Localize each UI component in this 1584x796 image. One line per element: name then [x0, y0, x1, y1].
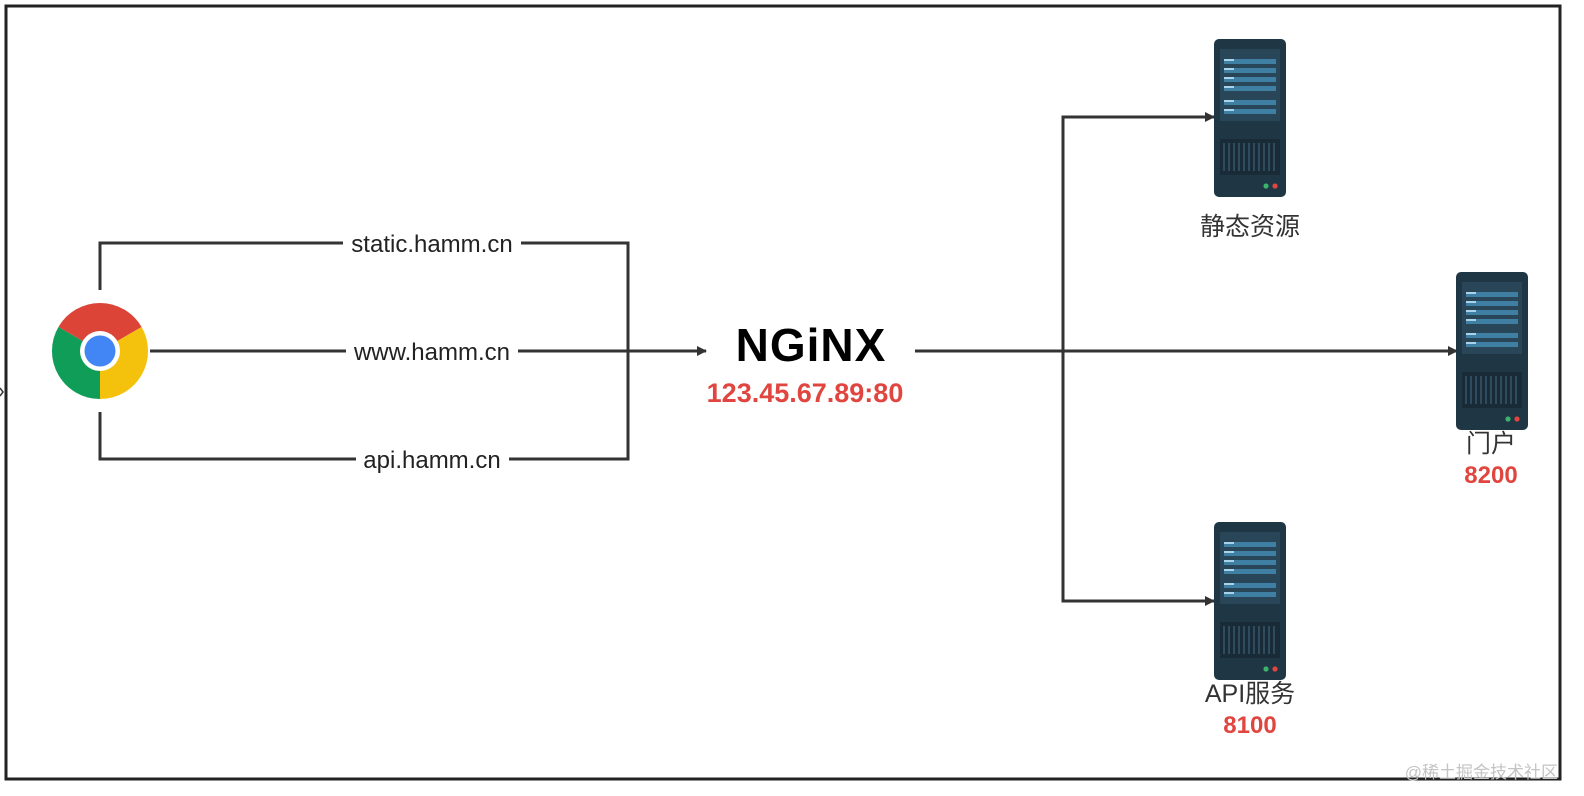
server-api-label: API服务	[1205, 680, 1295, 708]
server-api-icon	[1213, 521, 1287, 681]
label-bg-static	[343, 229, 521, 259]
chrome-icon	[51, 302, 149, 400]
watermark: @稀土掘金技术社区	[1405, 763, 1558, 782]
label-bg-api	[356, 445, 509, 475]
server-static-icon	[1213, 38, 1287, 198]
server-api-port: 8100	[1223, 712, 1276, 739]
upstream-routes	[915, 112, 1458, 606]
arrow-to-api	[1061, 351, 1215, 606]
server-portal-label: 门户	[1466, 430, 1516, 458]
route-label-www: www.hamm.cn	[353, 339, 510, 366]
route-label-api: api.hamm.cn	[363, 447, 500, 474]
route-label-static: static.hamm.cn	[351, 231, 512, 258]
arrow-to-static	[1061, 112, 1215, 351]
label-bg-www	[346, 337, 518, 367]
server-portal-port: 8200	[1464, 462, 1517, 489]
diagram-frame	[4, 4, 1562, 781]
edge-tick	[0, 387, 4, 397]
nginx-logo: NGiNX	[736, 319, 887, 371]
server-portal-icon	[1455, 271, 1529, 431]
nginx-address: 123.45.67.89:80	[707, 378, 904, 408]
server-static-label: 静态资源	[1200, 213, 1300, 241]
